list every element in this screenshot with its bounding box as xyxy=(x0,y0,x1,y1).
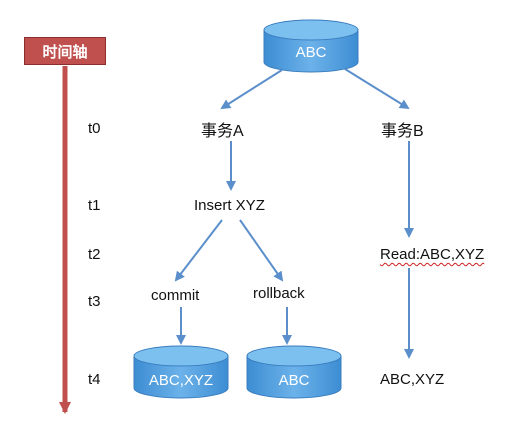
tick-t3: t3 xyxy=(88,293,101,310)
txn-a-label: 事务A xyxy=(201,123,244,140)
result-b-label: ABC,XYZ xyxy=(380,371,445,388)
tick-t1: t1 xyxy=(88,197,101,214)
txn-b-label: 事务B xyxy=(381,123,424,140)
tick-t2: t2 xyxy=(88,246,101,263)
arrow-insert-to-rollback xyxy=(239,219,284,282)
tick-t0: t0 xyxy=(88,120,101,137)
tick-t4: t4 xyxy=(88,371,101,388)
rollback-label: rollback xyxy=(253,285,305,302)
arrow-source-to-txn-b xyxy=(344,68,410,110)
insert-label: Insert XYZ xyxy=(194,197,265,214)
rollback-database-cylinder: ABC xyxy=(246,345,342,399)
commit-database-cylinder: ABC,XYZ xyxy=(133,345,229,399)
source-database-cylinder: ABC xyxy=(263,19,359,73)
commit-database-label: ABC,XYZ xyxy=(149,372,213,389)
arrow-source-to-txn-a xyxy=(220,69,283,110)
rollback-database-label: ABC xyxy=(279,372,310,389)
commit-label: commit xyxy=(151,287,200,304)
source-database-label: ABC xyxy=(296,44,327,61)
timeline-title: 时间轴 xyxy=(24,37,106,65)
arrow-insert-to-commit xyxy=(174,219,223,282)
read-label: Read:ABC,XYZ xyxy=(380,246,485,263)
